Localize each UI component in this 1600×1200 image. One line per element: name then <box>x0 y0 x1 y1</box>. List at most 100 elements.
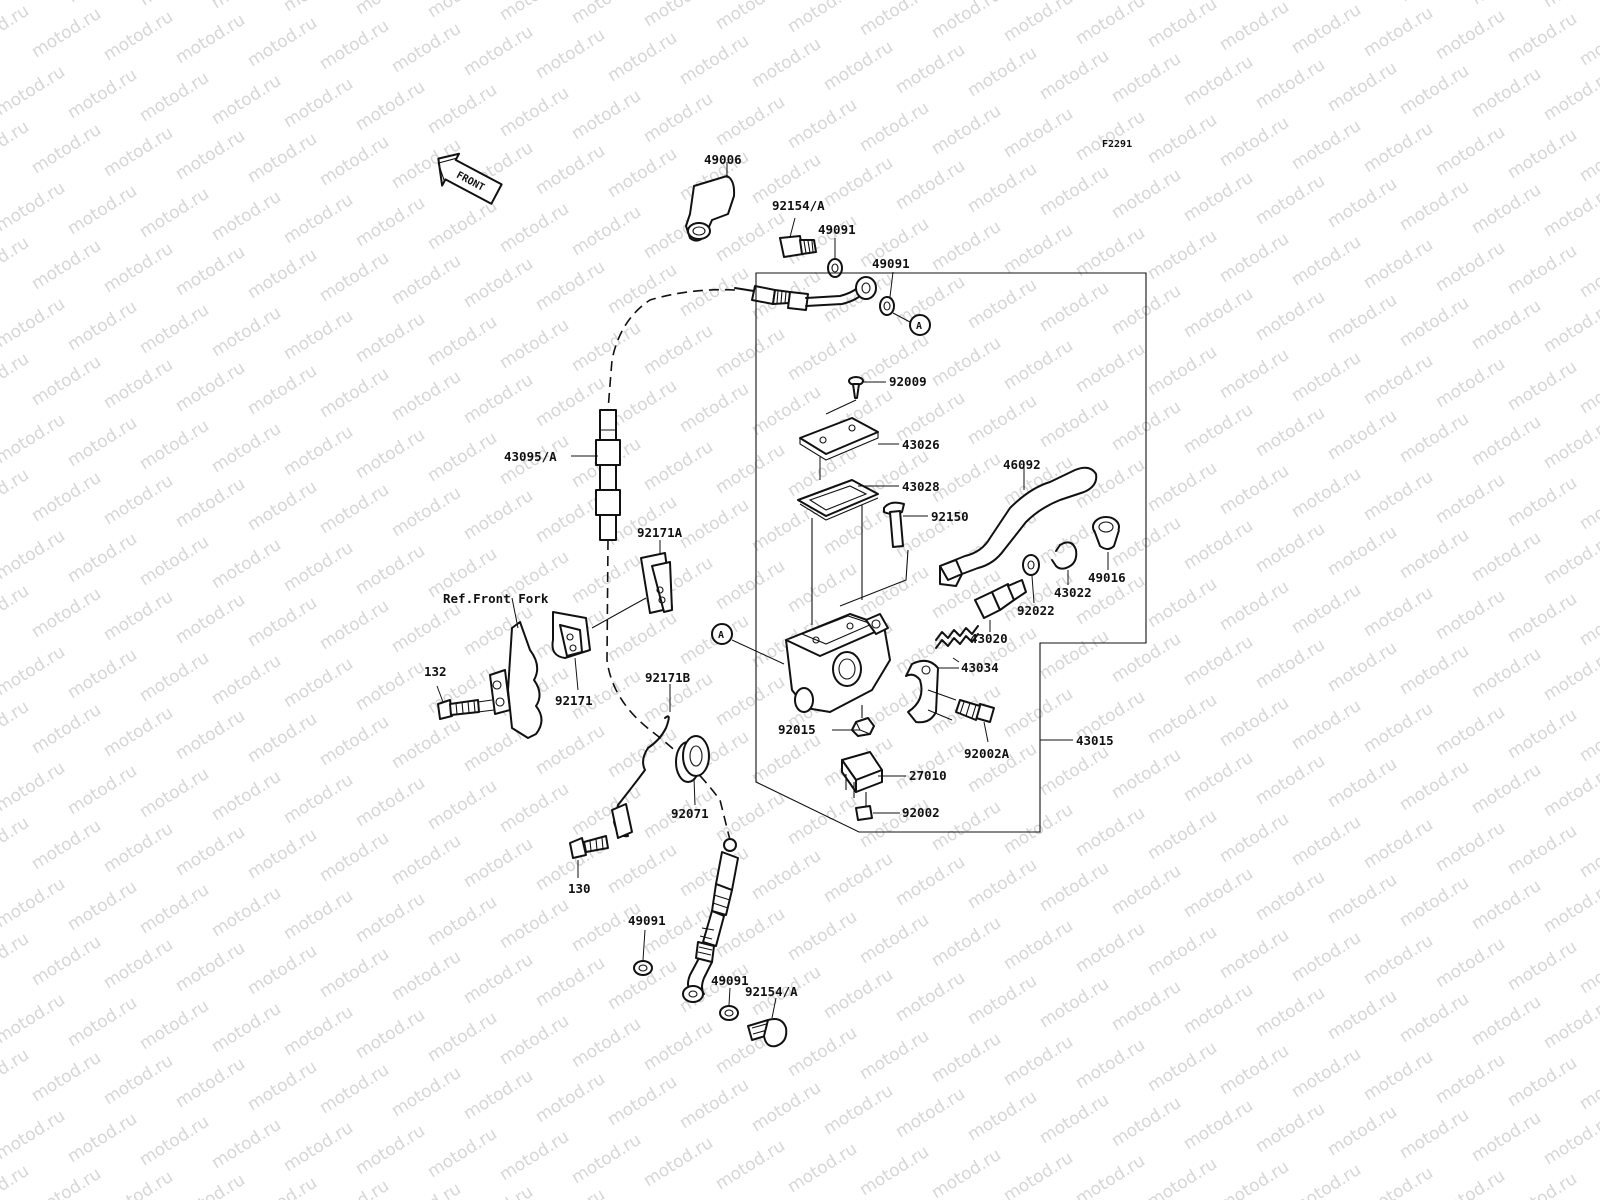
watermark-text: motod.ru <box>208 71 285 129</box>
watermark-text: motod.ru <box>280 1118 357 1176</box>
watermark-text: motod.ru <box>1396 989 1473 1047</box>
watermark-text: motod.ru <box>1468 64 1545 122</box>
watermark-text: motod.ru <box>1288 812 1365 870</box>
watermark-text: motod.ru <box>1216 1041 1293 1099</box>
watermark-text: motod.ru <box>1432 470 1509 528</box>
watermark-text: motod.ru <box>388 599 465 657</box>
watermark-text: motod.ru <box>1540 299 1600 357</box>
watermark-text: motod.ru <box>208 419 285 477</box>
nut-92015-icon <box>832 705 875 737</box>
watermark-text: motod.ru <box>1360 583 1437 641</box>
watermark-text: motod.ru <box>136 184 213 242</box>
label-43034: 43034 <box>961 660 999 675</box>
watermark-text: motod.ru <box>748 730 825 788</box>
watermark-text: motod.ru <box>1432 238 1509 296</box>
watermark-text: motod.ru <box>0 642 69 700</box>
watermark-text: motod.ru <box>1396 409 1473 467</box>
watermark-text: motod.ru <box>1216 577 1293 635</box>
watermark-text: motod.ru <box>928 101 1005 159</box>
watermark-text: motod.ru <box>0 349 33 407</box>
watermark-text: motod.ru <box>1252 403 1329 461</box>
watermark-text: motod.ru <box>28 352 105 410</box>
front-fork-bracket-icon <box>489 597 543 739</box>
watermark-text: motod.ru <box>712 324 789 382</box>
watermark-text: motod.ru <box>892 968 969 1026</box>
watermark-text: motod.ru <box>1216 693 1293 751</box>
watermark-text: motod.ru <box>496 1127 573 1185</box>
label-92071: 92071 <box>671 806 709 821</box>
watermark-text: motod.ru <box>820 37 897 95</box>
watermark-text: motod.ru <box>1036 974 1113 1032</box>
watermark-text: motod.ru <box>28 816 105 874</box>
watermark-text: motod.ru <box>784 559 861 617</box>
watermark-text: motod.ru <box>1072 1151 1149 1200</box>
watermark-text: motod.ru <box>0 117 33 175</box>
watermark-text: motod.ru <box>604 28 681 86</box>
watermark-text: motod.ru <box>856 794 933 852</box>
watermark-text: motod.ru <box>208 187 285 245</box>
brake-switch-27010-icon <box>841 751 906 798</box>
watermark-text: motod.ru <box>172 1054 249 1112</box>
label-92150: 92150 <box>931 509 969 524</box>
watermark-text: motod.ru <box>1144 806 1221 864</box>
watermark-text: motod.ru <box>1468 644 1545 702</box>
watermark-text: motod.ru <box>388 251 465 309</box>
grommet-92071-icon <box>675 735 710 806</box>
watermark-text: motod.ru <box>1108 49 1185 107</box>
watermark-text: motod.ru <box>244 13 321 71</box>
watermark-text: motod.ru <box>1576 592 1600 650</box>
watermark-text: motod.ru <box>676 379 753 437</box>
watermark-text: motod.ru <box>784 1139 861 1197</box>
watermark-text: motod.ru <box>1000 104 1077 162</box>
watermark-text: motod.ru <box>964 391 1041 449</box>
screw-92002-icon <box>855 792 900 821</box>
watermark-text: motod.ru <box>1504 357 1581 415</box>
watermark-text: motod.ru <box>748 1078 825 1136</box>
watermark-text: motod.ru <box>388 367 465 425</box>
watermark-text: motod.ru <box>280 654 357 712</box>
watermark-text: motod.ru <box>784 95 861 153</box>
watermark-text: motod.ru <box>244 709 321 767</box>
watermark-text: motod.ru <box>0 581 33 639</box>
label-49006: 49006 <box>704 152 742 167</box>
label-92002a: 92002A <box>964 746 1010 761</box>
watermark-text: motod.ru <box>1216 461 1293 519</box>
watermark-text: motod.ru <box>28 932 105 990</box>
brake-hose-body-icon <box>595 409 621 541</box>
watermark-text: motod.ru <box>244 129 321 187</box>
watermark-text: motod.ru <box>532 1069 609 1127</box>
watermark-text: motod.ru <box>0 0 69 4</box>
brake-hose-lower-icon <box>682 838 739 1003</box>
watermark-text: motod.ru <box>0 990 69 1048</box>
watermark-text: motod.ru <box>1252 635 1329 693</box>
reservoir-cap-43026-icon <box>799 417 899 480</box>
watermark-text: motod.ru <box>784 1023 861 1081</box>
watermark-text: motod.ru <box>352 309 429 367</box>
hose-clamp-92171a-icon <box>640 540 673 614</box>
watermark-text: motod.ru <box>604 260 681 318</box>
watermark-text: motod.ru <box>676 495 753 553</box>
watermark-text: motod.ru <box>1036 162 1113 220</box>
watermark-text: motod.ru <box>1288 1160 1365 1200</box>
watermark-text: motod.ru <box>1396 641 1473 699</box>
watermark-text: motod.ru <box>0 294 69 352</box>
label-27010: 27010 <box>909 768 947 783</box>
watermark-text: motod.ru <box>1072 107 1149 165</box>
label-49091-bot-2: 49091 <box>711 973 749 988</box>
watermark-text: motod.ru <box>1180 632 1257 690</box>
watermark-text: motod.ru <box>1540 183 1600 241</box>
svg-text:A: A <box>916 321 922 332</box>
watermark-text: motod.ru <box>856 1026 933 1084</box>
watermark-text: motod.ru <box>1540 67 1600 125</box>
watermark-text: motod.ru <box>676 31 753 89</box>
watermark-text: motod.ru <box>424 0 501 22</box>
watermark-text: motod.ru <box>1144 922 1221 980</box>
watermark-text: motod.ru <box>1576 708 1600 766</box>
watermark-text: motod.ru <box>1432 1050 1509 1108</box>
watermark-text: motod.ru <box>856 0 933 40</box>
watermark-text: motod.ru <box>1432 702 1509 760</box>
watermark-text: motod.ru <box>964 1087 1041 1145</box>
watermark-text: motod.ru <box>1504 589 1581 647</box>
watermark-text: motod.ru <box>1000 1148 1077 1200</box>
watermark-text: motod.ru <box>1576 476 1600 534</box>
